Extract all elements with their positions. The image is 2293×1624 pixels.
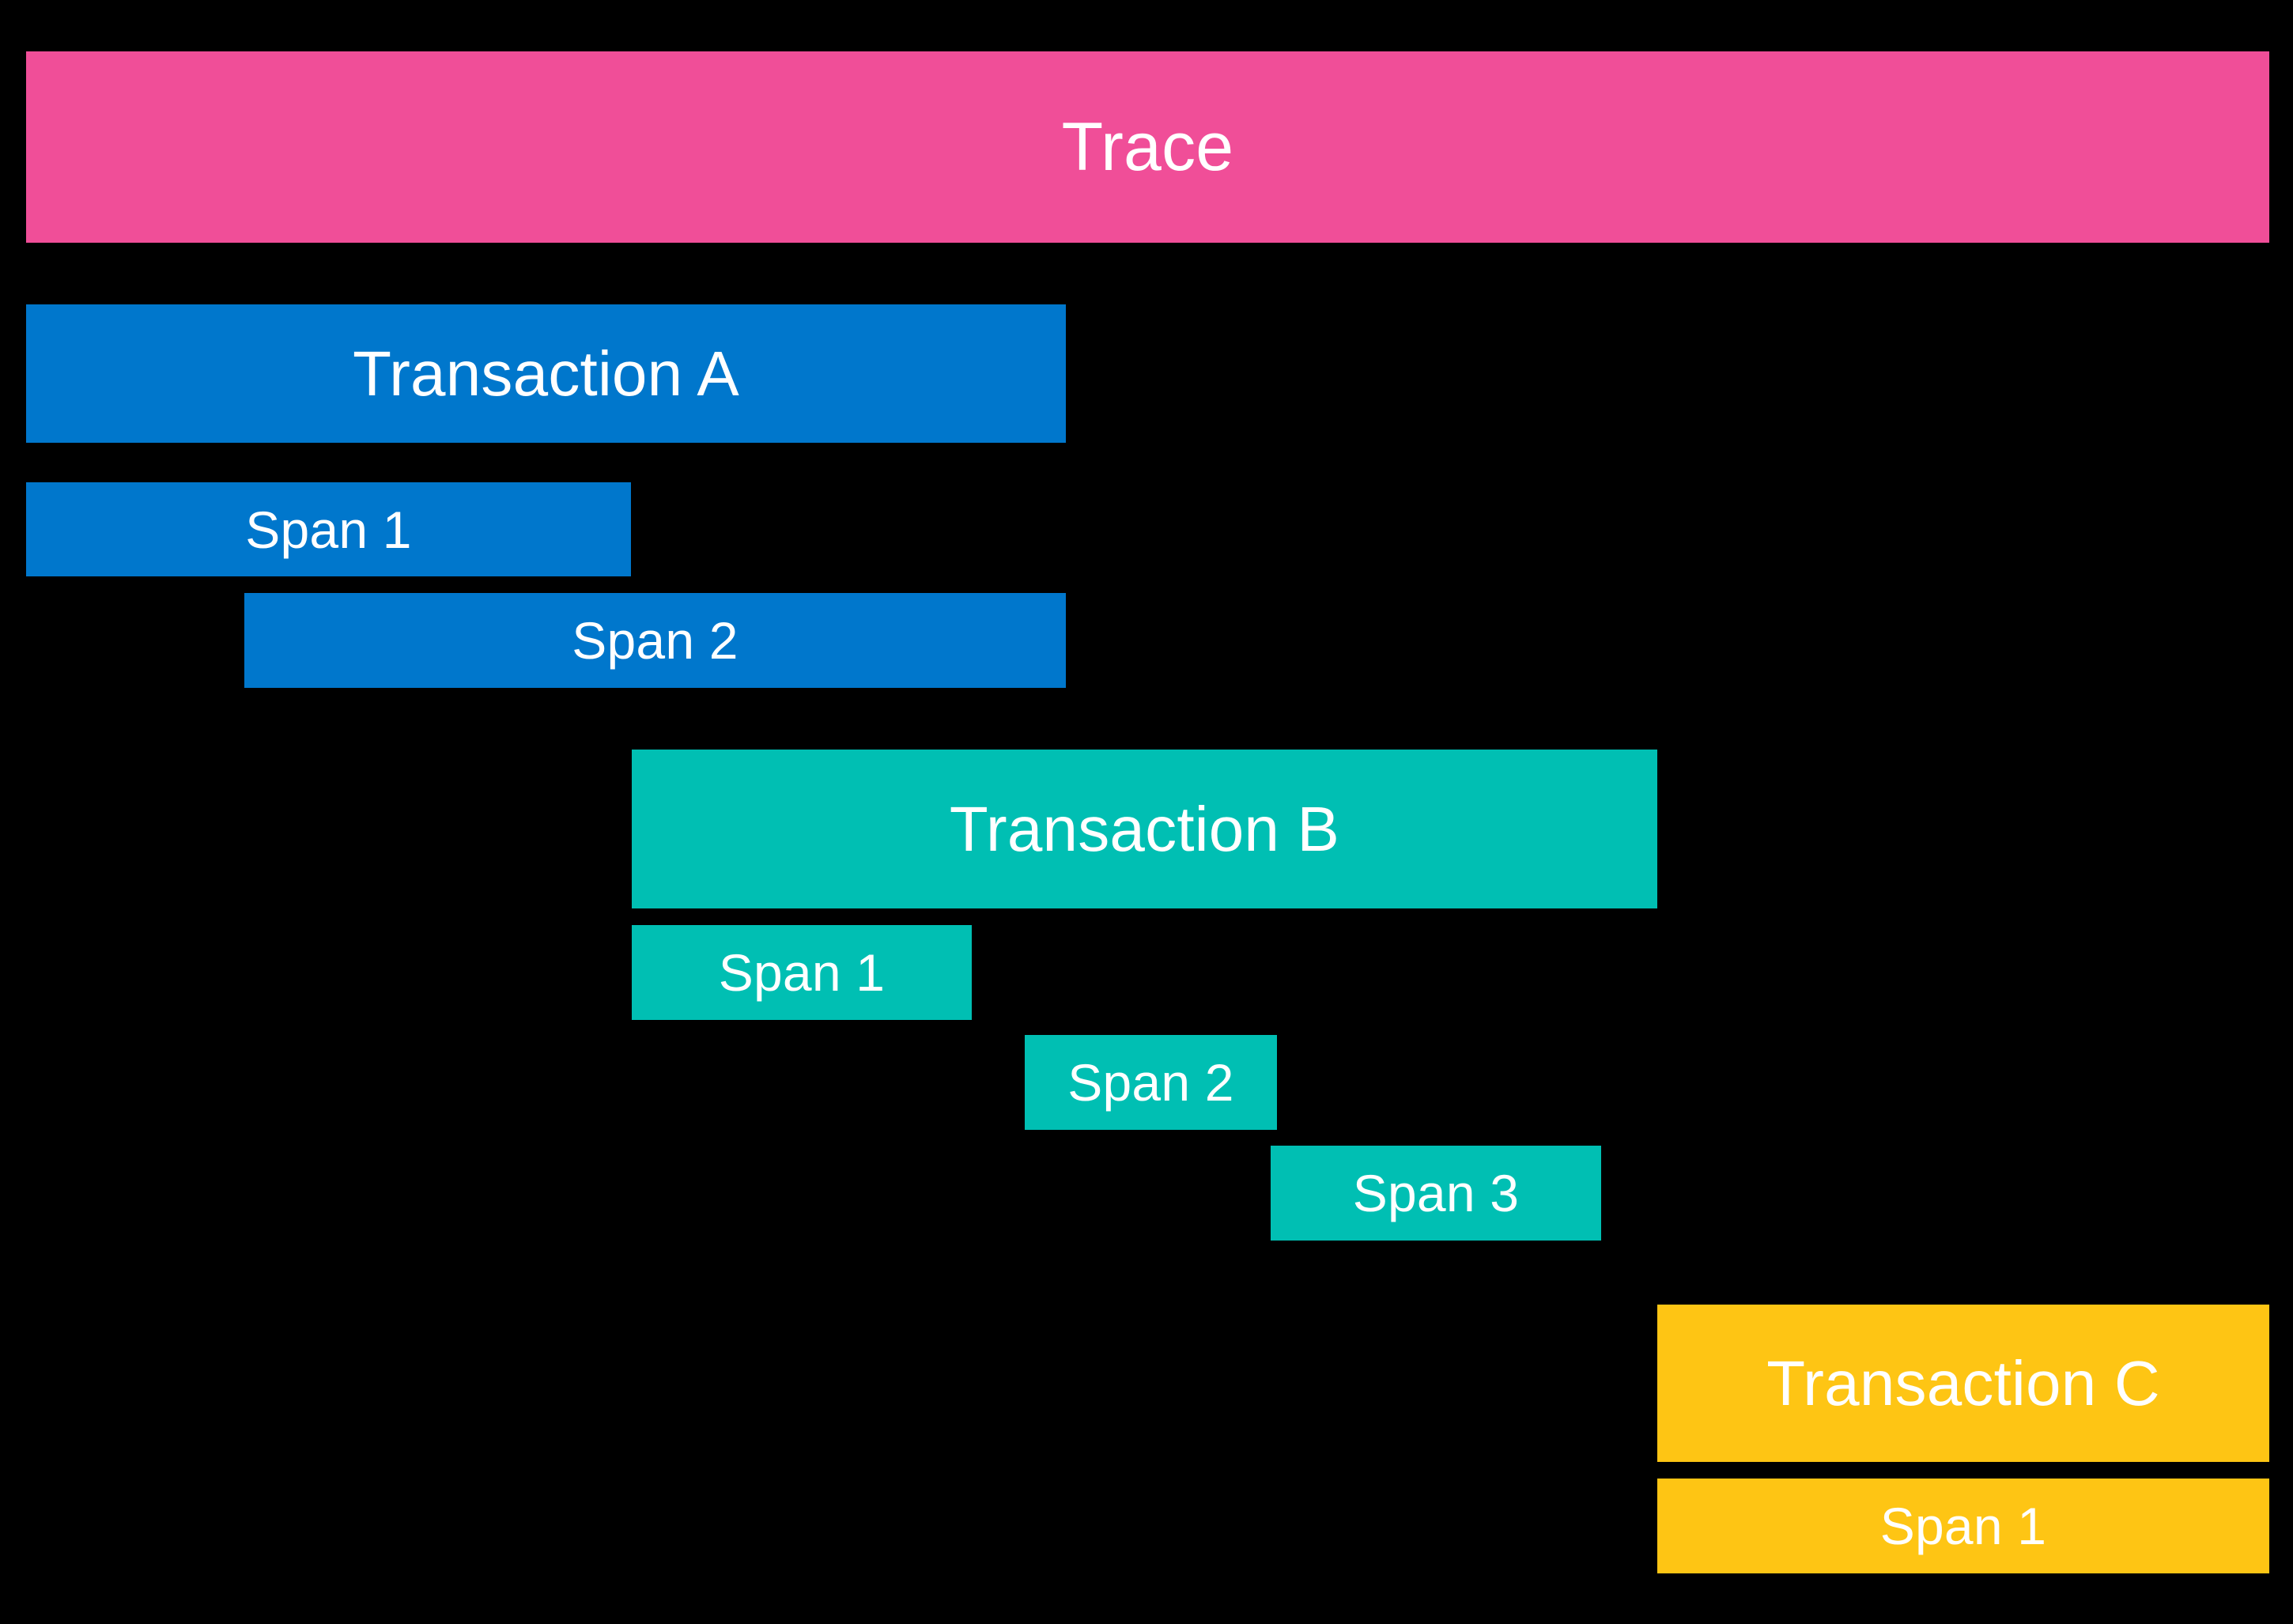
- bar-trace: Trace: [26, 51, 2269, 243]
- bar-transaction-b-span-1: Span 1: [632, 925, 972, 1020]
- transaction-b-span-3-label: Span 3: [1352, 1164, 1520, 1222]
- bar-transaction-c: Transaction C: [1657, 1305, 2269, 1462]
- transaction-b-span-1-label: Span 1: [718, 943, 886, 1002]
- transaction-a-span-1-label: Span 1: [245, 500, 412, 559]
- transaction-a-label: Transaction A: [353, 338, 739, 409]
- bar-transaction-a-span-2: Span 2: [244, 593, 1066, 688]
- transaction-b-span-2-label: Span 2: [1067, 1053, 1234, 1112]
- bar-transaction-b-span-3: Span 3: [1271, 1146, 1601, 1241]
- transaction-b-label: Transaction B: [949, 793, 1340, 864]
- transaction-c-label: Transaction C: [1766, 1347, 2160, 1418]
- bar-transaction-b: Transaction B: [632, 750, 1657, 908]
- trace-label: Trace: [1061, 109, 1234, 185]
- bar-transaction-c-span-1: Span 1: [1657, 1479, 2269, 1573]
- bar-transaction-a: Transaction A: [26, 304, 1066, 443]
- transaction-a-span-2-label: Span 2: [572, 611, 739, 670]
- transaction-c-span-1-label: Span 1: [1879, 1497, 2047, 1555]
- bar-transaction-a-span-1: Span 1: [26, 482, 631, 576]
- bar-transaction-b-span-2: Span 2: [1025, 1035, 1277, 1130]
